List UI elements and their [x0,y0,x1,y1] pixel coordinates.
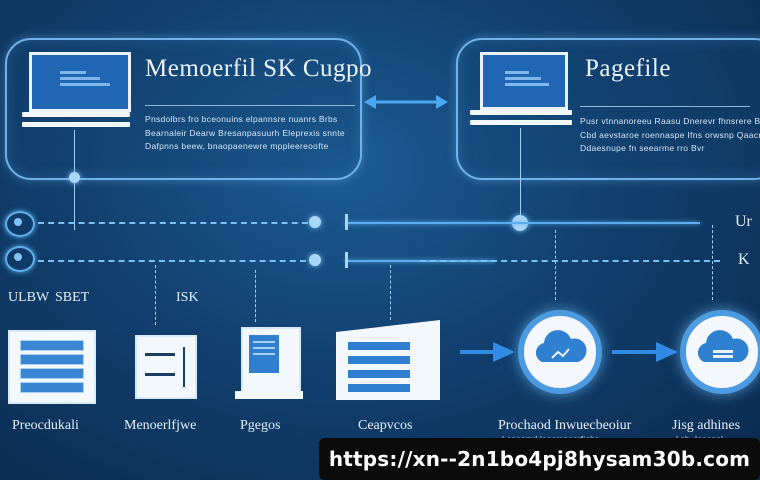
cloud-circle-1 [518,310,602,394]
memory-module-icon [135,335,197,399]
list-icon [8,330,96,404]
side-label-b: SBET [55,290,90,305]
left-panel-line: Pnsdolbrs fro bceonuins elpannsre nuanrs… [145,114,338,124]
monitor-keyboard-bar [470,120,572,125]
cloud-icon [535,330,587,362]
cloud-icon [697,330,749,362]
left-panel-divider [145,105,355,106]
bottom-label-4: Ceapvcos [358,418,413,433]
side-label-a: ULBW [8,290,50,305]
connector-node [69,172,80,183]
signal-line [345,222,700,224]
bottom-label-5: Prochaod Inwuecbeoiur [498,418,632,433]
drop-line [255,270,256,322]
dashed-line [38,260,316,262]
bottom-label-2: Menoerlfjwe [124,418,197,433]
monitor-keyboard-bar [22,122,130,127]
monitor-keyboard-bar [470,110,572,115]
bottom-label-3: Pgegos [240,418,281,433]
arrow-right-icon [656,342,678,362]
row-label-top: Ur [735,213,752,230]
connector-line [520,128,521,223]
right-panel-divider [580,106,750,107]
arrow-shaft [612,350,658,354]
side-label-c: ISK [176,290,199,305]
right-panel-line: Pusr vtnnanoreeu Raasu Dnerevr fhnsrere … [580,116,760,126]
screen-content [505,71,549,89]
dashed-line [38,222,318,224]
computer-icon [241,327,301,393]
arrow-shaft [460,350,495,354]
left-panel-title: Memoerfil SK Cugpo [145,55,373,82]
url-watermark: https://xn--2n1bo4pj8hysam30b.com [319,438,760,480]
dashed-line [420,260,720,262]
row-label-bottom: K [738,251,750,268]
drop-line [555,230,556,300]
connector-node [309,216,321,228]
cloud-circle-2 [680,310,760,394]
double-arrow-icon [364,95,448,109]
left-monitor-icon [29,52,131,112]
document-stack-icon [336,320,440,400]
arrow-right-icon [493,342,515,362]
screen-content [60,71,110,89]
gear-icon [5,211,35,237]
gear-icon [5,246,35,272]
drop-line [390,265,391,320]
drop-line [155,265,156,325]
right-panel-title: Pagefile [585,55,671,82]
right-panel-text: Pusr vtnnanoreeu Raasu Dnerevr fhnsrere … [580,115,760,156]
connector-line [345,214,348,230]
right-panel-line: Ddaesnupe fn seearme rro Bvr [580,143,705,153]
monitor-keyboard-bar [22,112,130,117]
left-panel-line: Bearnaleir Dearw Bresanpasuurh Eleprexis… [145,127,345,138]
left-panel-line: Dafpnns beew, bnaopaenewre mppleereoofte [145,141,329,151]
bottom-label-1: Preocdukali [12,418,79,433]
connector-node [309,254,321,266]
left-panel-text: Pnsdolbrs fro bceonuins elpannsre nuanrs… [145,113,345,154]
right-panel-line: Cbd aevstaroe roennaspe Ifns orwsnp Qaac… [580,129,760,140]
right-monitor-icon [480,52,568,110]
computer-base [235,391,303,399]
connector-line [345,252,348,268]
drop-line [712,225,713,300]
bottom-label-6: Jisg adhines [672,418,741,433]
